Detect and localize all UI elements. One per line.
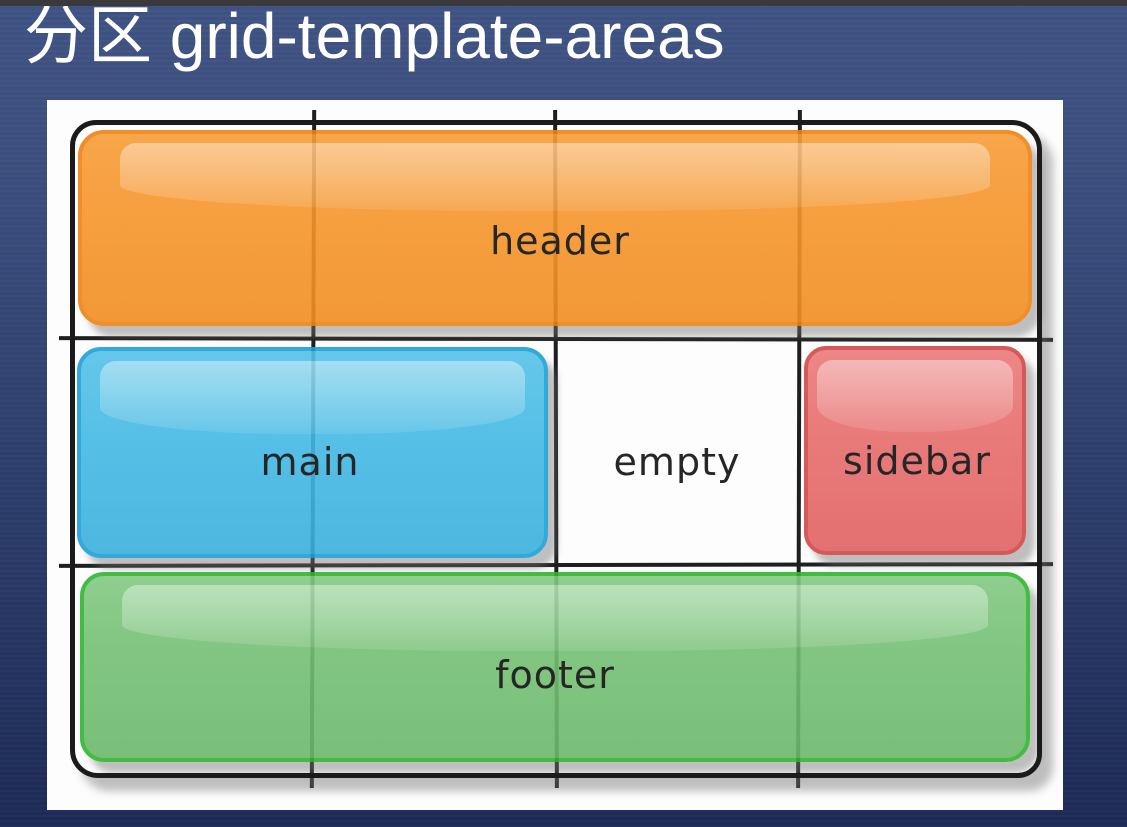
grid-area-header — [78, 130, 1032, 326]
label-sidebar: sidebar — [843, 439, 991, 483]
label-footer: footer — [495, 653, 615, 697]
grid-area-main — [77, 347, 548, 558]
label-header: header — [490, 219, 630, 263]
grid-area-footer — [80, 572, 1030, 762]
page-title: 分区 grid-template-areas — [24, 0, 725, 72]
label-empty: empty — [613, 440, 741, 484]
top-window-bar — [0, 0, 1127, 6]
label-main: main — [260, 440, 360, 484]
grid-outer-frame — [70, 120, 1042, 778]
diagram-panel: header main empty sidebar footer — [47, 100, 1063, 810]
grid-area-sidebar — [804, 346, 1026, 555]
